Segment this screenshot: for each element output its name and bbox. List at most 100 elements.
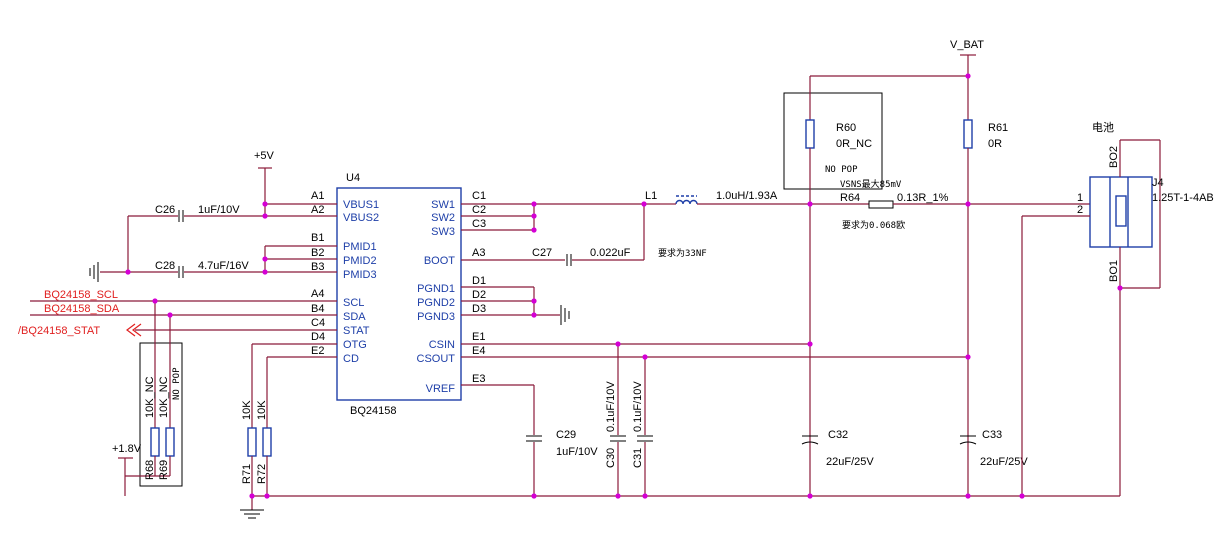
r60-section: R60 0R_NC NO POP (783, 75, 968, 496)
pin-name: CSIN (429, 339, 455, 351)
j4-val: 1.25T-1-4AB (1152, 192, 1214, 204)
nopop-label: NO POP (172, 367, 182, 400)
c26-val: 1uF/10V (198, 204, 240, 216)
vbat-section: V_BAT R61 0R (950, 39, 1008, 496)
net-plus1v8: +1.8V (112, 443, 142, 455)
net-plus5v: +5V (254, 150, 275, 162)
r69-val: 10K_NC (158, 376, 170, 418)
pin-name: CSOUT (417, 353, 456, 365)
pin-name: PMID3 (343, 269, 377, 281)
pulldown-r71-r72: 10K 10K R71 R72 (240, 344, 272, 519)
pin-num: E3 (472, 373, 485, 385)
j4-pin2: 2 (1077, 204, 1083, 216)
c27-ref: C27 (532, 247, 552, 259)
inductor-icon (675, 195, 698, 205)
c31-ref: C31 (632, 448, 644, 468)
r64-section: VSNS最大85mV R64 0.13R_1% 要求为0.068欧 (840, 178, 1090, 231)
pin-num: B4 (311, 303, 324, 315)
ic-u4: U4 BQ24158 A1 (30, 172, 968, 417)
r60-note: NO POP (825, 165, 858, 175)
net-labels: BQ24158_SCL BQ24158_SDA /BQ24158_STAT (18, 289, 142, 337)
ground-icon (560, 305, 570, 325)
j4-connector: 1 2 J4 1.25T-1-4AB 电池 BO2 BO1 (1021, 121, 1214, 496)
c28-val: 4.7uF/16V (198, 260, 249, 272)
pin-name: VBUS1 (343, 199, 379, 211)
pin-name: SDA (343, 311, 366, 323)
sw-section: C27 0.022uF 要求为33NF L1 1.0uH/1.93A (532, 190, 869, 325)
bo2-label: BO2 (1108, 146, 1120, 168)
r64-note1: VSNS最大85mV (840, 178, 902, 190)
pin-num: C1 (472, 190, 486, 202)
r71-ref: R71 (241, 464, 253, 484)
pin-name: BOOT (424, 255, 455, 267)
c33-val: 22uF/25V (980, 456, 1028, 468)
ic-ref: U4 (346, 172, 360, 184)
pin-name: SW1 (431, 199, 455, 211)
pin-num: E4 (472, 345, 485, 357)
bo1-label: BO1 (1108, 260, 1120, 282)
pin-name: CD (343, 353, 359, 365)
pin-name: VBUS2 (343, 212, 379, 224)
pin-name: SW3 (431, 226, 455, 238)
c30-c31-section: 0.1uF/10V 0.1uF/10V C30 C31 (605, 344, 653, 496)
c29-section: C29 1uF/10V (526, 385, 598, 496)
l1-val: 1.0uH/1.93A (716, 190, 778, 202)
pin-name: PGND1 (417, 283, 455, 295)
r68-val: 10K_NC (144, 376, 156, 418)
pin-name: PGND3 (417, 311, 455, 323)
pin-num: D1 (472, 275, 486, 287)
pin-name: PMID1 (343, 241, 377, 253)
r60-val: 0R_NC (836, 138, 872, 150)
j4-ref: J4 (1152, 177, 1164, 189)
pin-name: VREF (426, 383, 456, 395)
r61-val: 0R (988, 138, 1002, 150)
pin-num: A4 (311, 288, 324, 300)
c33-ref: C33 (982, 429, 1002, 441)
net-sda: BQ24158_SDA (44, 303, 120, 315)
pin-num: E2 (311, 345, 324, 357)
ground-icon (89, 262, 99, 282)
pin-num: B3 (311, 261, 324, 273)
pin-num: A2 (311, 204, 324, 216)
r61-ref: R61 (988, 122, 1008, 134)
pin-num: C2 (472, 204, 486, 216)
c27-note: 要求为33NF (658, 247, 707, 259)
l1-ref: L1 (645, 190, 657, 202)
net-scl: BQ24158_SCL (44, 289, 118, 301)
c27-val: 0.022uF (590, 247, 631, 259)
j4-label: 电池 (1092, 121, 1114, 134)
c29-val: 1uF/10V (556, 446, 598, 458)
c28-ref: C28 (155, 260, 175, 272)
c31-val: 0.1uF/10V (632, 381, 644, 432)
c32-c33-section: C32 22uF/25V C33 22uF/25V (801, 429, 1028, 468)
pin-name: PMID2 (343, 255, 377, 267)
pin-name: STAT (343, 325, 370, 337)
junctions (125, 73, 1123, 499)
r64-ref: R64 (840, 192, 860, 204)
pin-num: A3 (472, 247, 485, 259)
r71-val: 10K (241, 400, 253, 420)
arrow-icon (126, 323, 142, 337)
pullup-r68-r69: +1.8V 10K_NC 10K_NC R68 R69 NO POP (112, 301, 183, 496)
pin-num: E1 (472, 331, 485, 343)
c29-ref: C29 (556, 429, 576, 441)
net-vbat: V_BAT (950, 39, 984, 51)
net-stat: /BQ24158_STAT (18, 325, 100, 337)
c32-ref: C32 (828, 429, 848, 441)
c32-val: 22uF/25V (826, 456, 874, 468)
input-section: +5V C26 1uF/10V C28 4.7uF/16V (89, 150, 275, 282)
j4-pin1: 1 (1077, 192, 1083, 204)
r72-val: 10K (256, 400, 268, 420)
r64-val: 0.13R_1% (897, 192, 949, 204)
r72-ref: R72 (256, 464, 268, 484)
pin-name: OTG (343, 339, 367, 351)
pin-num: B2 (311, 247, 324, 259)
r68-ref: R68 (144, 460, 156, 480)
pin-num: C4 (311, 317, 325, 329)
r64-note2: 要求为0.068欧 (842, 219, 905, 231)
c30-ref: C30 (605, 448, 617, 468)
ic-part: BQ24158 (350, 405, 396, 417)
c26-ref: C26 (155, 204, 175, 216)
pin-num: D2 (472, 289, 486, 301)
